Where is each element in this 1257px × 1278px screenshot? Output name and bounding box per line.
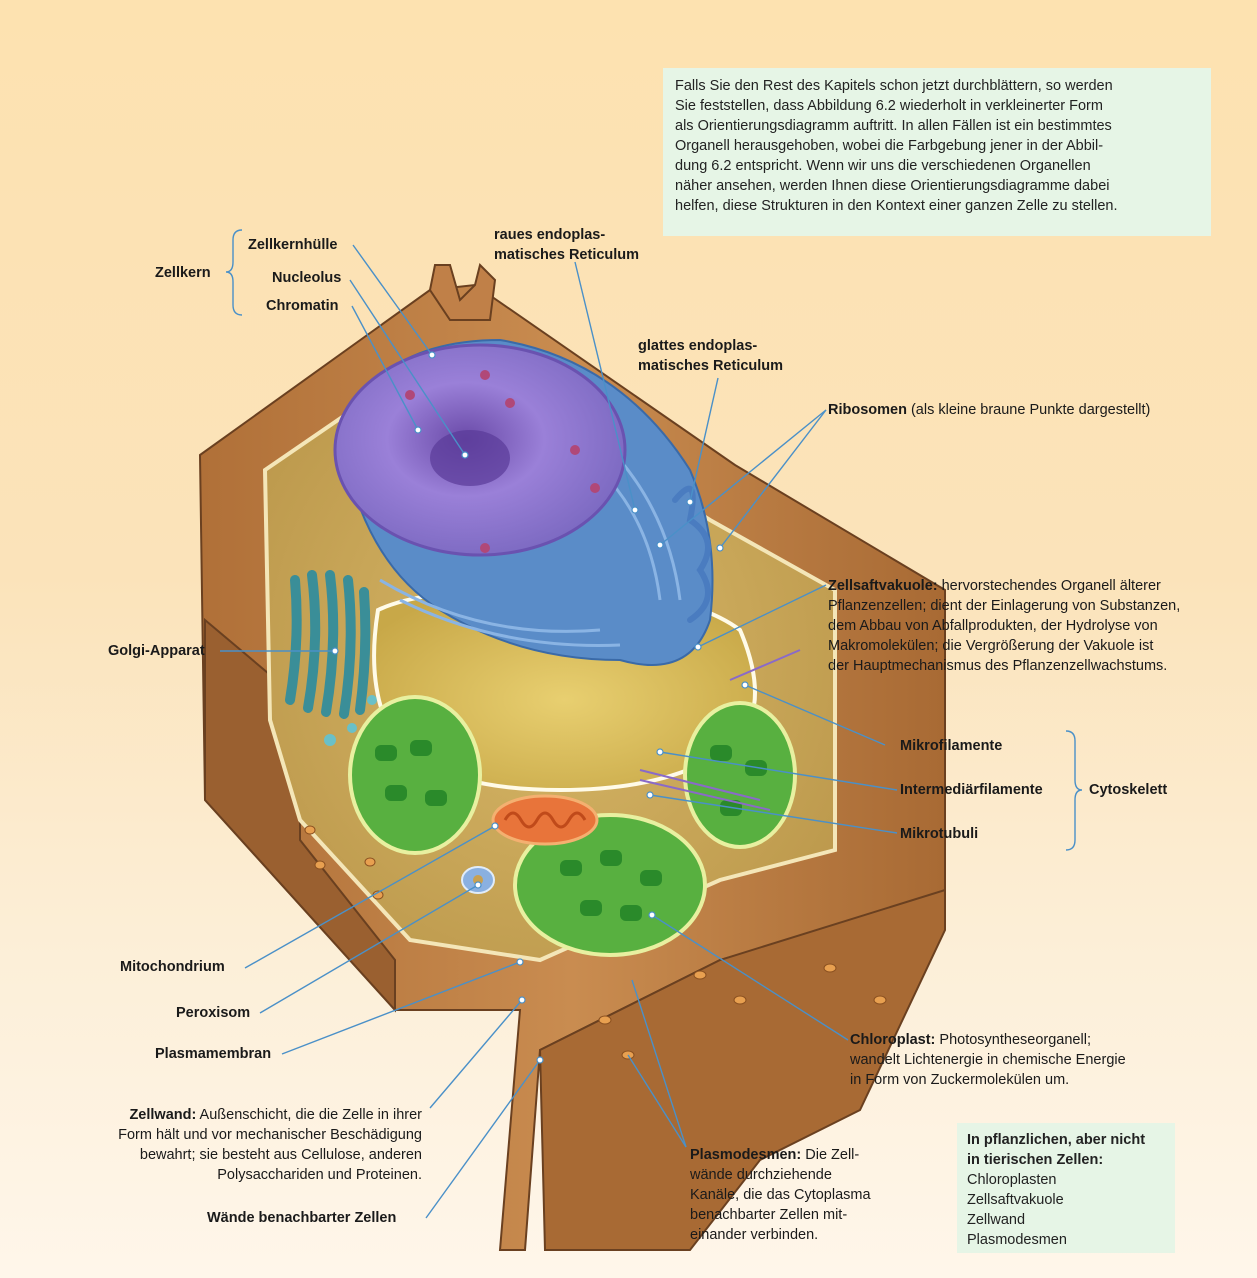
- label-plasmodesmen: Plasmodesmen: Die Zell- wände durchziehe…: [690, 1145, 871, 1245]
- note-line: näher ansehen, werden Ihnen diese Orient…: [675, 176, 1199, 196]
- label-line: in Form von Zuckermolekülen um.: [850, 1070, 1126, 1090]
- label-term: Zellsaftvakuole:: [828, 578, 938, 594]
- label-term: Chloroplast:: [850, 1032, 935, 1048]
- orientation-note: Falls Sie den Rest des Kapitels schon je…: [663, 68, 1211, 236]
- label-chromatin: Chromatin: [266, 296, 339, 316]
- label-peroxisom: Peroxisom: [176, 1003, 250, 1023]
- label-ribosomen: Ribosomen (als kleine braune Punkte darg…: [828, 400, 1150, 420]
- label-golgi: Golgi-Apparat: [108, 641, 205, 661]
- label-zellkern: Zellkern: [155, 263, 211, 283]
- label-desc: hervorstechendes Organell älterer: [938, 578, 1161, 594]
- label-term: Zellwand:: [129, 1107, 196, 1123]
- zellkern-brace: [226, 230, 242, 315]
- mitochondrion: [493, 796, 597, 844]
- note-line: Falls Sie den Rest des Kapitels schon je…: [675, 76, 1199, 96]
- note-line: Organell herausgehoben, wobei die Farbge…: [675, 136, 1199, 156]
- label-line: Polysacchariden und Proteinen.: [70, 1165, 422, 1185]
- label-chloroplast: Chloroplast: Photosyntheseorganell; wand…: [850, 1030, 1126, 1090]
- label-term: Plasmodesmen:: [690, 1147, 801, 1163]
- cytoskelett-brace: [1066, 731, 1082, 850]
- label-nucleolus: Nucleolus: [272, 268, 341, 288]
- label-line: der Hauptmechanismus des Pflanzenzellwac…: [828, 656, 1180, 676]
- plant-box-title: in tierischen Zellen:: [967, 1150, 1165, 1170]
- label-desc: Die Zell-: [801, 1147, 859, 1163]
- note-line: helfen, diese Strukturen in den Kontext …: [675, 196, 1199, 216]
- label-zellsaftvakuole: Zellsaftvakuole: hervorstechendes Organe…: [828, 576, 1180, 676]
- label-line: Makromolekülen; die Vergrößerung der Vak…: [828, 636, 1180, 656]
- label-mikrotubuli: Mikrotubuli: [900, 824, 978, 844]
- label-mikrofilamente: Mikrofilamente: [900, 736, 1002, 756]
- label-line: matisches Reticulum: [638, 356, 783, 376]
- label-desc: Photosyntheseorganell;: [935, 1032, 1091, 1048]
- label-line: raues endoplas-: [494, 225, 639, 245]
- label-glattes-er: glattes endoplas- matisches Reticulum: [638, 336, 783, 376]
- label-raues-er: raues endoplas- matisches Reticulum: [494, 225, 639, 265]
- label-waende-benachbarter-zellen: Wände benachbarter Zellen: [207, 1208, 396, 1228]
- label-line: benachbarter Zellen mit-: [690, 1205, 871, 1225]
- label-desc: (als kleine braune Punkte dargestellt): [907, 402, 1150, 418]
- label-desc: Außenschicht, die die Zelle in ihrer: [196, 1107, 422, 1123]
- label-line: Kanäle, die das Cytoplasma: [690, 1185, 871, 1205]
- plant-only-box: In pflanzlichen, aber nicht in tierische…: [957, 1123, 1175, 1253]
- label-zellkernhuelle: Zellkernhülle: [248, 235, 337, 255]
- label-line: bewahrt; sie besteht aus Cellulose, ande…: [70, 1145, 422, 1165]
- label-line: dem Abbau von Abfallprodukten, der Hydro…: [828, 616, 1180, 636]
- label-intermediaerfilamente: Intermediärfilamente: [900, 780, 1043, 800]
- label-cytoskelett: Cytoskelett: [1089, 780, 1167, 800]
- plant-box-item: Zellsaftvakuole: [967, 1190, 1165, 1210]
- label-zellwand: Zellwand: Außenschicht, die die Zelle in…: [70, 1105, 422, 1185]
- label-line: Form hält und vor mechanischer Beschädig…: [70, 1125, 422, 1145]
- plant-box-item: Zellwand: [967, 1210, 1165, 1230]
- note-line: als Orientierungsdiagramm auftritt. In a…: [675, 116, 1199, 136]
- plant-box-item: Plasmodesmen: [967, 1230, 1165, 1250]
- label-line: Pflanzenzellen; dient der Einlagerung vo…: [828, 596, 1180, 616]
- label-mitochondrium: Mitochondrium: [120, 957, 225, 977]
- label-line: einander verbinden.: [690, 1225, 871, 1245]
- label-term: Ribosomen: [828, 402, 907, 418]
- note-line: dung 6.2 entspricht. Wenn wir uns die ve…: [675, 156, 1199, 176]
- label-line: wände durchziehende: [690, 1165, 871, 1185]
- label-line: wandelt Lichtenergie in chemische Energi…: [850, 1050, 1126, 1070]
- plant-box-title: In pflanzlichen, aber nicht: [967, 1130, 1165, 1150]
- plant-box-item: Chloroplasten: [967, 1170, 1165, 1190]
- label-line: matisches Reticulum: [494, 245, 639, 265]
- label-plasmamembran: Plasmamembran: [155, 1044, 271, 1064]
- nucleolus: [430, 430, 510, 486]
- label-line: glattes endoplas-: [638, 336, 783, 356]
- note-line: Sie feststellen, dass Abbildung 6.2 wied…: [675, 96, 1199, 116]
